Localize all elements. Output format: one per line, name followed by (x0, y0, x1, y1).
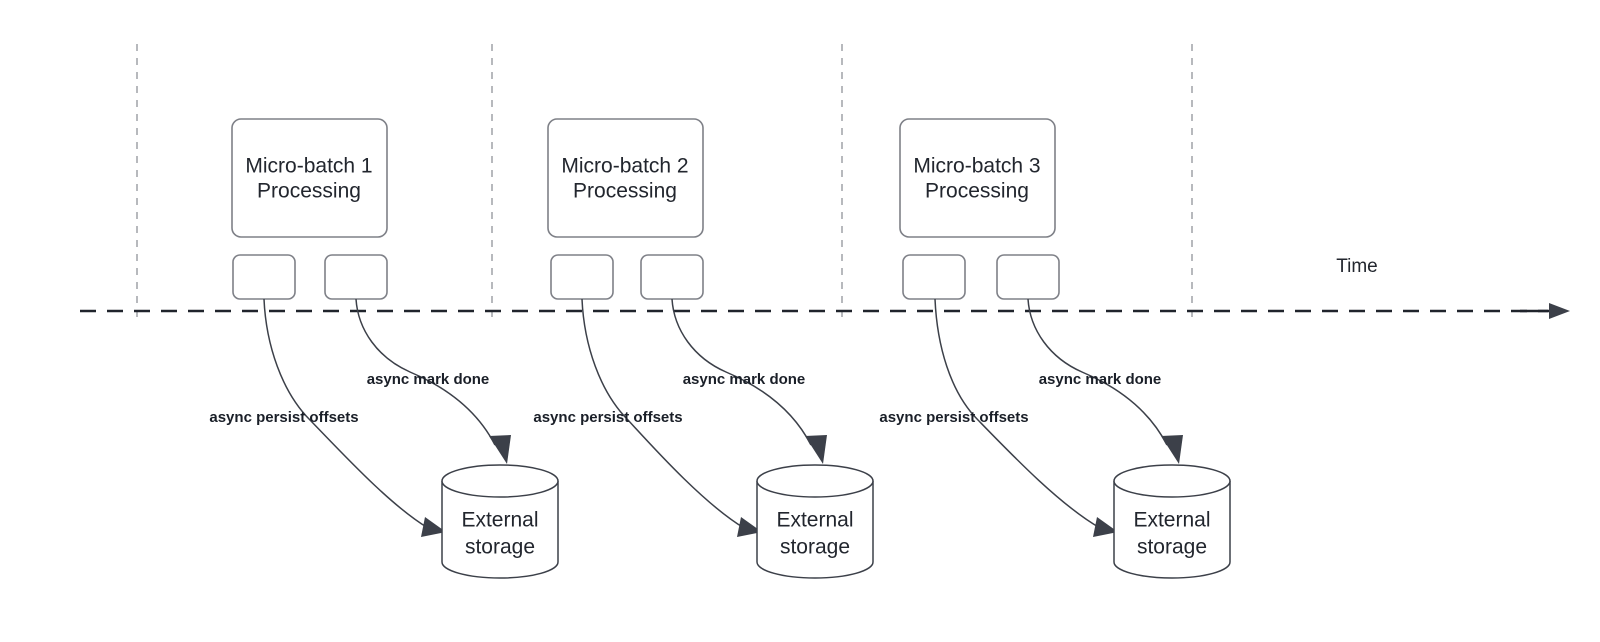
micro-batch-1-task-box-a[interactable] (232, 254, 296, 300)
micro-batch-1-box[interactable]: Micro-batch 1 Processing (231, 118, 388, 238)
micro-batch-2-label-line2: Processing (573, 180, 677, 203)
external-storage-3-label-line1: External (1133, 509, 1210, 532)
micro-batch-3-task-box-a[interactable] (902, 254, 966, 300)
timeline-ticks (136, 44, 1193, 318)
external-storage-2-label-line2: storage (780, 536, 850, 559)
mark-done-3-curve (1027, 298, 1168, 446)
micro-batch-3-label-line2: Processing (925, 180, 1029, 203)
mark-done-1-arrowhead (489, 435, 511, 464)
persist-offsets-1-label: async persist offsets (209, 409, 358, 426)
micro-batch-3-task-box-b[interactable] (996, 254, 1060, 300)
group-3: Micro-batch 3 Processing async persist o… (879, 118, 1231, 579)
persist-offsets-2-arrowhead (737, 517, 762, 537)
mark-done-1-label: async mark done (367, 371, 490, 388)
persist-offsets-2-curve (581, 298, 745, 529)
mark-done-3-arrowhead (1161, 435, 1183, 464)
micro-batch-3-box[interactable]: Micro-batch 3 Processing (899, 118, 1056, 238)
micro-batch-1-label-line1: Micro-batch 1 (245, 155, 372, 178)
time-axis: Time (80, 256, 1570, 319)
mark-done-2-curve (671, 298, 812, 446)
external-storage-1-label-line1: External (461, 509, 538, 532)
external-storage-3-label-line2: storage (1137, 536, 1207, 559)
external-storage-1[interactable]: External storage (441, 464, 559, 579)
micro-batch-2-task-box-a[interactable] (550, 254, 614, 300)
external-storage-1-label-line2: storage (465, 536, 535, 559)
external-storage-1-body (441, 481, 559, 579)
mark-done-2-label: async mark done (683, 371, 806, 388)
micro-batch-1-rect (231, 118, 388, 238)
time-axis-arrowhead (1549, 303, 1570, 319)
external-storage-2-top (756, 464, 874, 498)
micro-batch-2-task-box-b[interactable] (640, 254, 704, 300)
persist-offsets-3-label: async persist offsets (879, 409, 1028, 426)
external-storage-1-top (441, 464, 559, 498)
persist-offsets-2-label: async persist offsets (533, 409, 682, 426)
group-2: Micro-batch 2 Processing async persist o… (533, 118, 874, 579)
external-storage-2-label-line1: External (776, 509, 853, 532)
external-storage-3-body (1113, 481, 1231, 579)
persist-offsets-1-arrowhead (421, 517, 446, 537)
micro-batch-1-label-line2: Processing (257, 180, 361, 203)
persist-offsets-1-curve (263, 298, 429, 529)
mark-done-3-label: async mark done (1039, 371, 1162, 388)
group-1: Micro-batch 1 Processing async persist o… (209, 118, 559, 579)
external-storage-3-top (1113, 464, 1231, 498)
mark-done-1-curve (355, 298, 496, 446)
external-storage-2-body (756, 481, 874, 579)
time-axis-label: Time (1336, 256, 1378, 277)
mark-done-2-arrowhead (805, 435, 827, 464)
micro-batch-3-label-line1: Micro-batch 3 (913, 155, 1040, 178)
external-storage-3[interactable]: External storage (1113, 464, 1231, 579)
micro-batch-2-box[interactable]: Micro-batch 2 Processing (547, 118, 704, 238)
micro-batch-2-label-line1: Micro-batch 2 (561, 155, 688, 178)
persist-offsets-3-arrowhead (1093, 517, 1118, 537)
micro-batch-3-rect (899, 118, 1056, 238)
persist-offsets-3-curve (934, 298, 1101, 529)
external-storage-2[interactable]: External storage (756, 464, 874, 579)
micro-batch-1-task-box-b[interactable] (324, 254, 388, 300)
micro-batch-2-rect (547, 118, 704, 238)
